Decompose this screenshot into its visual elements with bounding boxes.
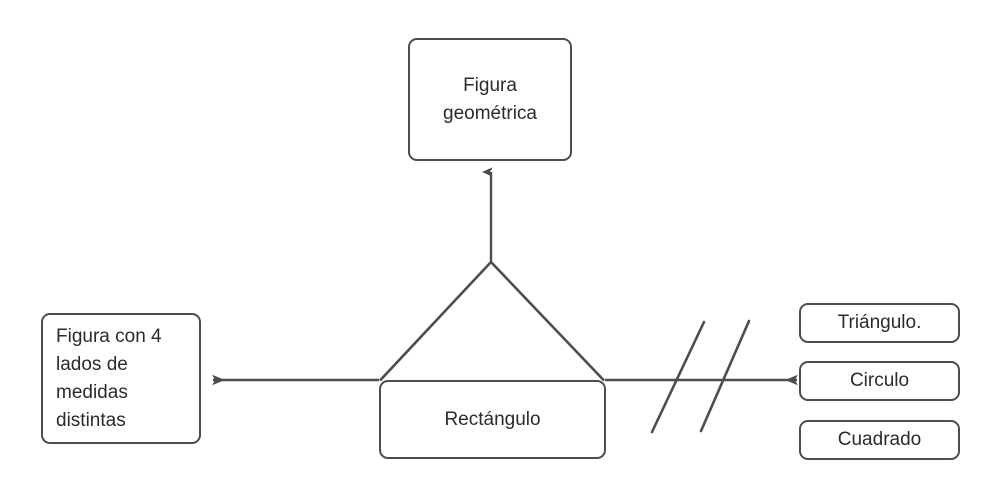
node-figura-geometrica-label: Figura geométrica — [443, 74, 537, 124]
node-figura-4-lados-label: Figura con 4 lados de medidas distintas — [56, 325, 162, 431]
slash-mark-2 — [699, 319, 751, 433]
triangle-shape — [379, 260, 605, 382]
slash-mark-1 — [650, 320, 706, 434]
node-rectangulo[interactable]: Rectángulo — [379, 380, 606, 459]
node-figura-geometrica[interactable]: Figura geométrica — [408, 38, 572, 161]
node-circulo[interactable]: Circulo — [799, 361, 960, 401]
node-cuadrado-label: Cuadrado — [837, 429, 922, 450]
node-rectangulo-label: Rectángulo — [444, 408, 541, 430]
node-triangulo[interactable]: Triángulo. — [799, 303, 960, 343]
node-figura-4-lados[interactable]: Figura con 4 lados de medidas distintas — [41, 313, 201, 444]
node-cuadrado[interactable]: Cuadrado — [799, 420, 960, 460]
node-triangulo-label: Triángulo. — [837, 312, 922, 333]
node-circulo-label: Circulo — [849, 370, 910, 391]
